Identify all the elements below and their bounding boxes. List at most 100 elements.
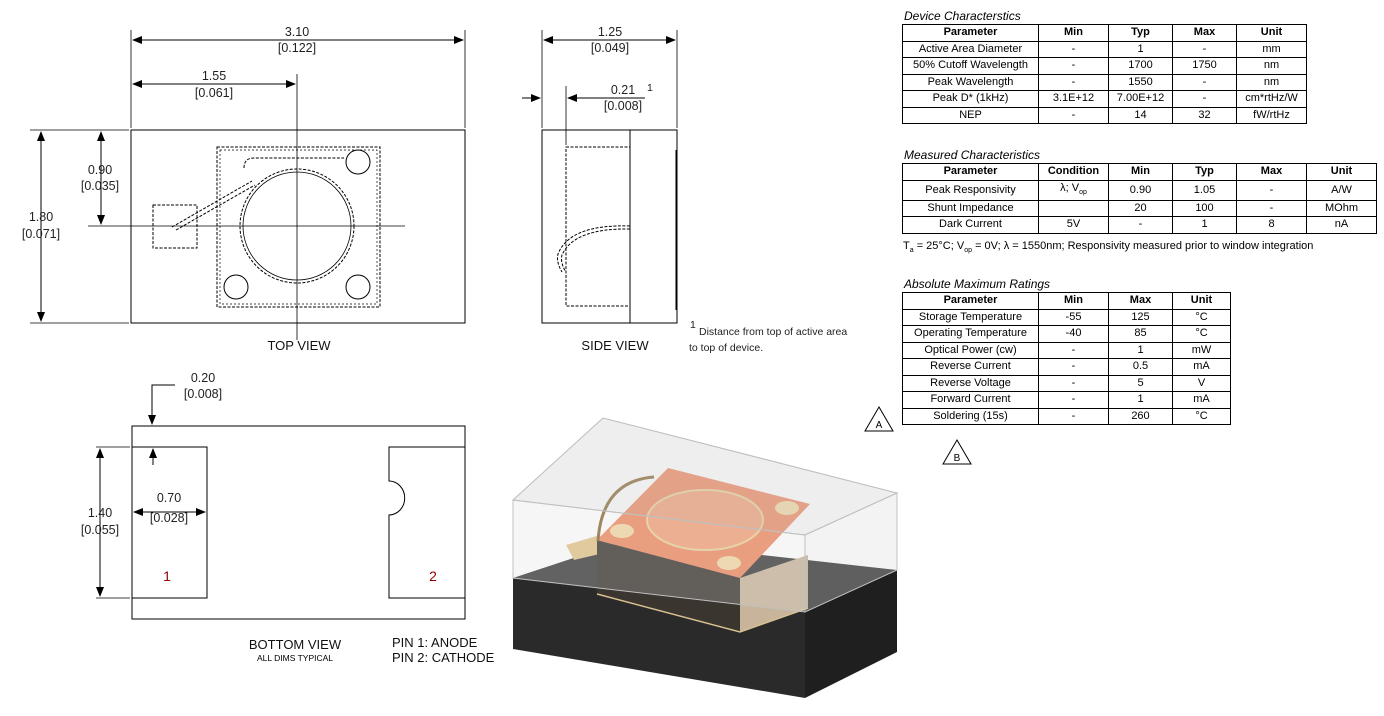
- cell: -: [1038, 391, 1109, 409]
- dim-side-offset-value: 0.21: [611, 83, 635, 97]
- cell: Peak Responsivity: [902, 179, 1039, 201]
- cell: 260: [1108, 407, 1173, 425]
- dim-bot-margin-value: 0.20: [191, 371, 215, 385]
- cell: °C: [1172, 308, 1231, 326]
- subscript: op: [1079, 188, 1087, 196]
- pin-1-number: 1: [163, 568, 171, 584]
- cell: 50% Cutoff Wavelength: [902, 57, 1039, 75]
- top-view: [30, 30, 466, 340]
- cell: -: [1172, 73, 1237, 91]
- dim-bot-pad-value: 0.70: [157, 491, 181, 505]
- dim-side-offset-mark: 1: [647, 82, 653, 94]
- cell: 7.00E+12: [1108, 90, 1173, 108]
- cell: 20: [1108, 199, 1173, 218]
- col-header: Unit: [1172, 292, 1231, 310]
- table-row: Peak Wavelength-1550-nm: [902, 73, 1307, 91]
- cell: 14: [1108, 106, 1173, 124]
- dim-bot-height-inch: [0.055]: [81, 523, 119, 537]
- absolute-maximum-ratings: Absolute Maximum Ratings Parameter Min M…: [902, 277, 1231, 425]
- cell: 1: [1108, 341, 1173, 359]
- cell: 1550: [1108, 73, 1173, 91]
- top-view-label: TOP VIEW: [267, 338, 331, 353]
- cell: -: [1038, 407, 1109, 425]
- measured-characteristics: Measured Characteristics Parameter Condi…: [902, 148, 1377, 234]
- top-view-outline: [130, 129, 466, 324]
- cell: -55: [1038, 308, 1109, 326]
- dim-side-width-inch: [0.049]: [591, 41, 629, 55]
- cell: -: [1172, 40, 1237, 58]
- col-header: Parameter: [902, 163, 1039, 181]
- cell: 1700: [1108, 57, 1173, 75]
- dim-half-value: 1.55: [202, 69, 226, 83]
- svg-text:A: A: [876, 420, 883, 431]
- device-characteristics-title: Device Characterstics: [904, 9, 1021, 23]
- device-3d-render: [511, 417, 899, 698]
- cell: mm: [1236, 40, 1307, 58]
- bottom-view-label: BOTTOM VIEW: [249, 637, 342, 652]
- table-row: Soldering (15s)-260°C: [902, 407, 1231, 425]
- col-header: Min: [1038, 24, 1109, 42]
- cell: 1750: [1172, 57, 1237, 75]
- bond-pad-bl: [223, 274, 249, 300]
- table-row: Active Area Diameter-1-mm: [902, 40, 1307, 58]
- footnote-line1: Distance from top of active area: [699, 326, 847, 338]
- cell: -40: [1038, 325, 1109, 343]
- col-header: Typ: [1172, 163, 1237, 181]
- cell: -: [1038, 374, 1109, 392]
- cell: Optical Power (cw): [902, 341, 1039, 359]
- pin-2-number: 2: [429, 568, 437, 584]
- measured-characteristics-table: Parameter Condition Min Typ Max Unit Pea…: [902, 163, 1377, 234]
- cell: -: [1236, 179, 1307, 201]
- col-header: Unit: [1306, 163, 1377, 181]
- cell: λ; Vop: [1038, 179, 1109, 201]
- footnote-mark: 1: [690, 319, 696, 331]
- pad-2: [388, 446, 465, 599]
- dim-side-width-value: 1.25: [598, 25, 622, 39]
- cell: -: [1038, 106, 1109, 124]
- svg-text:B: B: [954, 453, 961, 464]
- cell: 100: [1172, 199, 1237, 218]
- dim-bot-pad-inch: [0.028]: [150, 511, 188, 525]
- col-header: Parameter: [902, 292, 1039, 310]
- col-header: Unit: [1236, 24, 1307, 42]
- device-characteristics-table: Parameter Min Typ Max Unit Active Area D…: [902, 24, 1307, 124]
- cell: 1: [1108, 391, 1173, 409]
- dim-center-value: 0.90: [88, 163, 112, 177]
- cell: 1: [1108, 40, 1173, 58]
- cell: 85: [1108, 325, 1173, 343]
- cell: Dark Current: [902, 216, 1039, 234]
- side-view-outline: [541, 129, 678, 324]
- cell: Reverse Voltage: [902, 374, 1039, 392]
- cell: Active Area Diameter: [902, 40, 1039, 58]
- cell: -: [1038, 358, 1109, 376]
- bond-pad-br: [345, 274, 371, 300]
- bottom-view-outline: [131, 425, 466, 620]
- dim-center-inch: [0.035]: [81, 179, 119, 193]
- cell: -: [1236, 199, 1307, 218]
- cell: °C: [1172, 325, 1231, 343]
- dim-height-inch: [0.071]: [22, 227, 60, 241]
- col-header: Max: [1236, 163, 1307, 181]
- dim-width-value: 3.10: [285, 25, 309, 39]
- cell: nm: [1236, 73, 1307, 91]
- col-header: Condition: [1038, 163, 1109, 181]
- cell: mW: [1172, 341, 1231, 359]
- cell-text: λ; V: [1060, 181, 1080, 194]
- cell: fW/rtHz: [1236, 106, 1307, 124]
- col-header: Typ: [1108, 24, 1173, 42]
- cell: 125: [1108, 308, 1173, 326]
- active-area-circle: [239, 168, 355, 284]
- side-view-label: SIDE VIEW: [581, 338, 649, 353]
- marker-b: B: [942, 439, 972, 465]
- cell: [1038, 199, 1109, 218]
- cell: Peak Wavelength: [902, 73, 1039, 91]
- substrate-pad: [152, 204, 198, 249]
- side-view: [522, 30, 678, 324]
